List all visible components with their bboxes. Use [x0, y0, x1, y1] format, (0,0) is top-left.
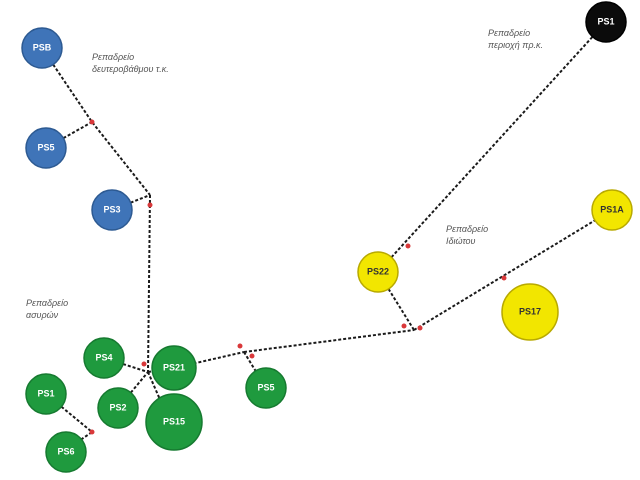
node[interactable]: PS5	[25, 127, 67, 169]
edge-markers	[89, 119, 507, 435]
edge-marker	[147, 202, 153, 208]
edge-marker	[89, 429, 95, 435]
node-circle	[97, 387, 139, 429]
edge-marker	[89, 119, 95, 125]
group-label-black: Ρεπαδρείο περιοχή πρ.κ.	[488, 28, 543, 50]
edge	[243, 329, 415, 353]
node-circle	[501, 283, 559, 341]
node-label: PS22	[367, 266, 389, 276]
node[interactable]: PS22	[357, 251, 399, 293]
node[interactable]: PS3	[91, 189, 133, 231]
node[interactable]: PS15	[145, 393, 203, 451]
node-label: PS1	[597, 16, 614, 26]
node-circle	[591, 189, 633, 231]
node[interactable]: PS6	[45, 431, 87, 473]
node[interactable]: PS17	[501, 283, 559, 341]
node-circle	[145, 393, 203, 451]
node-label: PSB	[33, 42, 52, 52]
edge-marker	[237, 343, 243, 349]
node-label: PS17	[519, 306, 541, 316]
edge	[147, 194, 151, 373]
node-label: PS3	[103, 204, 120, 214]
node-circle	[585, 1, 627, 43]
edge-marker	[249, 353, 255, 359]
node-circle	[91, 189, 133, 231]
node-label: PS5	[257, 382, 274, 392]
edge	[41, 47, 151, 196]
node-label: PS1	[37, 388, 54, 398]
node-circle	[245, 367, 287, 409]
edge-marker	[141, 361, 147, 367]
edge-marker	[417, 325, 423, 331]
group-label-blue: Ρεπαδρείο δευτεροβάθμου τ.κ.	[92, 52, 169, 74]
node-label: PS21	[163, 362, 185, 372]
node[interactable]: PS1	[585, 1, 627, 43]
node[interactable]: PS1	[25, 373, 67, 415]
edges	[41, 21, 613, 451]
node[interactable]: PS1A	[591, 189, 633, 231]
node-circle	[25, 127, 67, 169]
node-circle	[357, 251, 399, 293]
node-circle	[45, 431, 87, 473]
edge-marker	[401, 323, 407, 329]
node-label: PS1A	[600, 204, 624, 214]
node-label: PS6	[57, 446, 74, 456]
edge	[377, 21, 607, 273]
node[interactable]: PS5	[245, 367, 287, 409]
node-circle	[25, 373, 67, 415]
node-label: PS2	[109, 402, 126, 412]
group-labels: Ρεπαδρείο δευτεροβάθμου τ.κ. Ρεπαδρείο π…	[26, 28, 543, 320]
node-circle	[21, 27, 63, 69]
node[interactable]: PSB	[21, 27, 63, 69]
node-label: PS4	[95, 352, 112, 362]
node-circle	[151, 345, 197, 391]
group-label-green: Ρεπαδρείο ασυρών	[26, 298, 71, 320]
node-circle	[83, 337, 125, 379]
edge	[413, 209, 613, 331]
node[interactable]: PS21	[151, 345, 197, 391]
node[interactable]: PS2	[97, 387, 139, 429]
edge-marker	[501, 275, 507, 281]
nodes: PSB PS5 PS3 PS1 PS22 PS1A PS17	[21, 1, 633, 473]
node-label: PS5	[37, 142, 54, 152]
edge-marker	[405, 243, 411, 249]
node-label: PS15	[163, 416, 185, 426]
group-label-yellow: Ρεπαδρείο Ιδιώτου	[446, 224, 491, 246]
edge	[45, 121, 93, 149]
node[interactable]: PS4	[83, 337, 125, 379]
